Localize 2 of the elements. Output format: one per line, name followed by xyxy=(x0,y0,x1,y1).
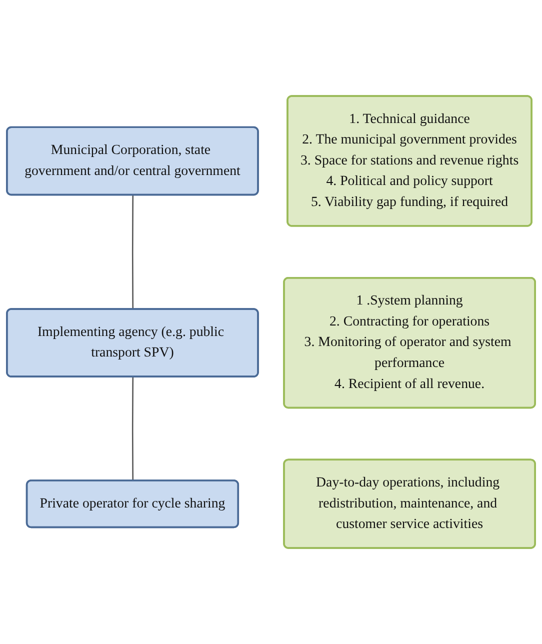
connector xyxy=(132,195,134,310)
connector xyxy=(132,376,134,481)
